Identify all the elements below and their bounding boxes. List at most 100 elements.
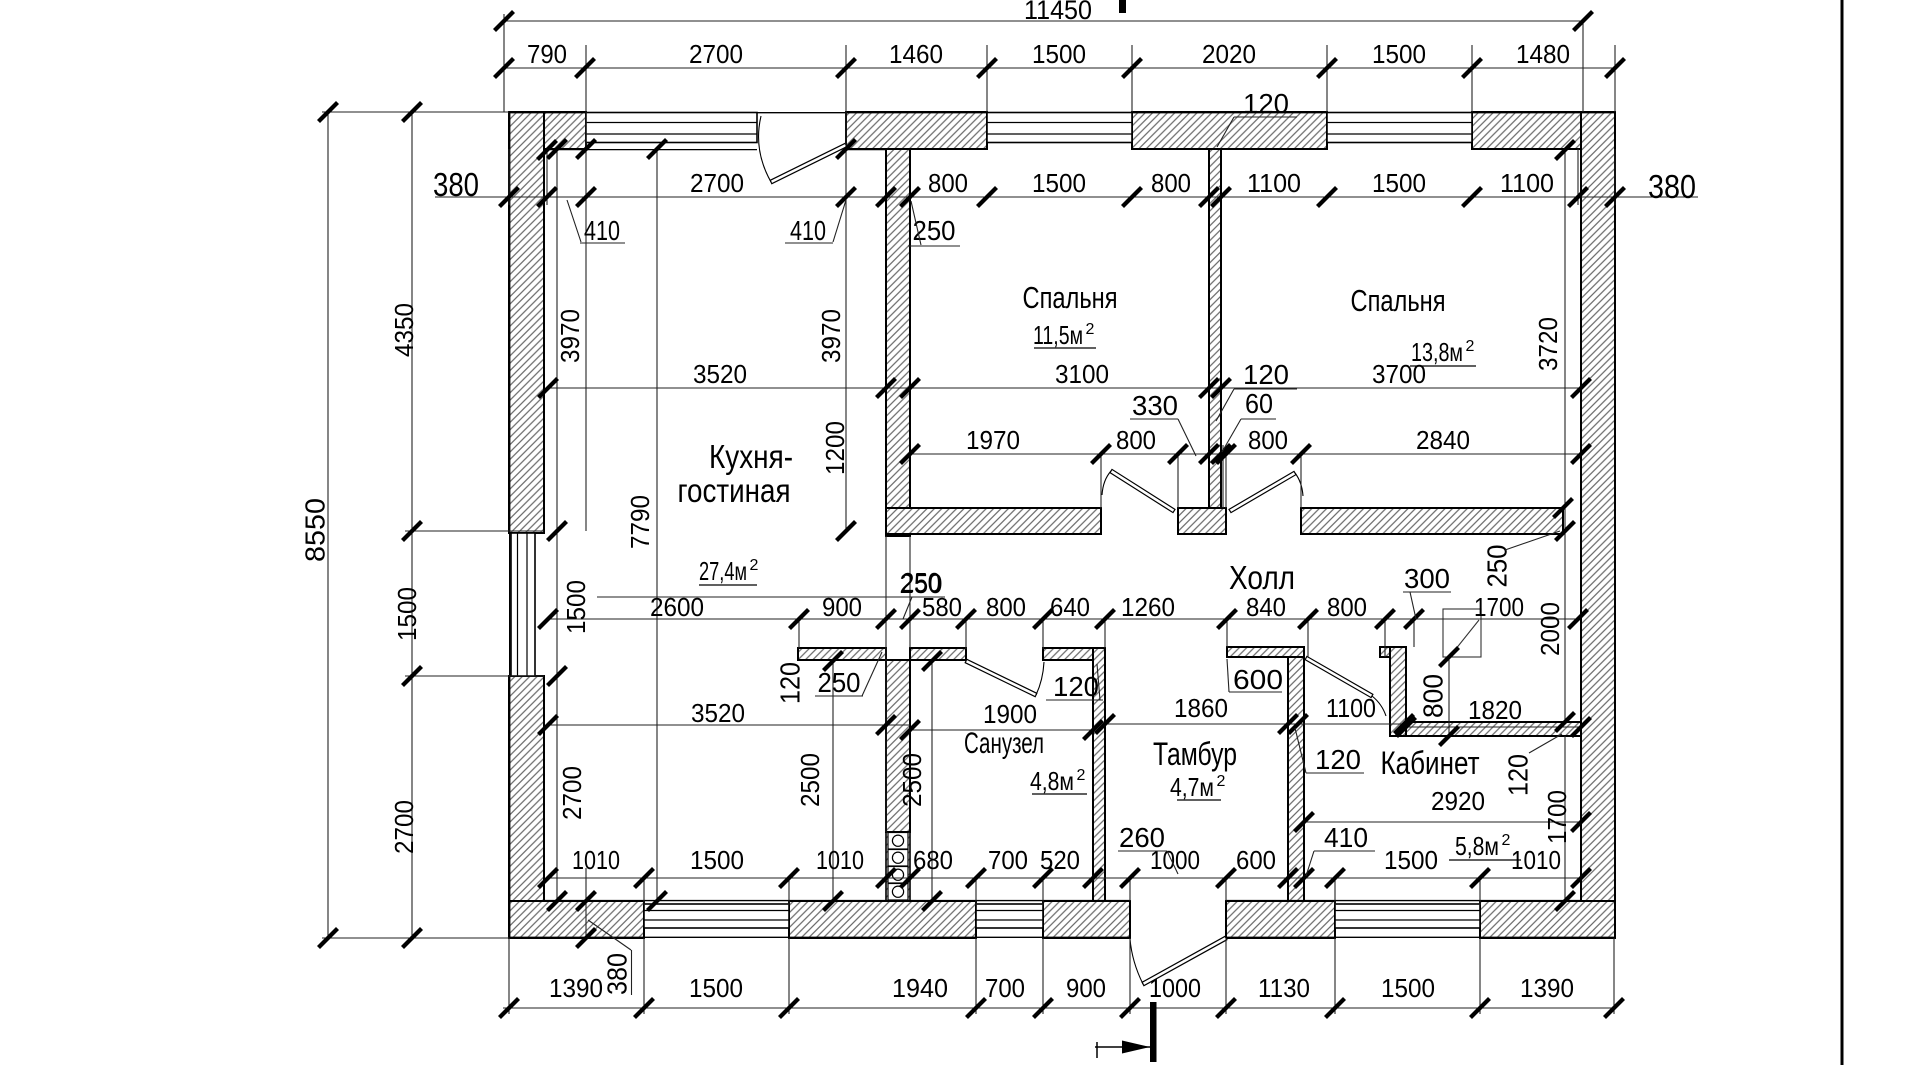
svg-text:120: 120 [1243,359,1289,390]
svg-text:11450: 11450 [1024,0,1092,25]
svg-text:1200: 1200 [820,421,850,475]
svg-text:13,8м: 13,8м [1411,337,1463,367]
svg-text:2920: 2920 [1431,786,1485,816]
svg-text:250: 250 [818,667,861,698]
svg-text:680: 680 [913,845,953,875]
svg-text:3720: 3720 [1533,317,1563,371]
svg-text:7790: 7790 [625,495,655,549]
svg-text:1010: 1010 [572,845,620,875]
svg-text:800: 800 [1248,425,1288,455]
svg-text:1260: 1260 [1121,592,1175,622]
svg-text:60: 60 [1245,388,1273,419]
svg-text:2020: 2020 [1202,39,1256,69]
svg-text:600: 600 [1236,845,1276,875]
svg-text:3700: 3700 [1372,359,1426,389]
svg-text:1940: 1940 [892,973,948,1003]
svg-text:Тамбур: Тамбур [1153,736,1237,772]
svg-text:Холл: Холл [1229,559,1295,596]
svg-text:2700: 2700 [689,39,743,69]
svg-text:1100: 1100 [1326,693,1376,723]
svg-text:1500: 1500 [689,973,743,1003]
svg-text:1700: 1700 [1542,790,1572,844]
svg-text:1010: 1010 [816,845,864,875]
svg-text:520: 520 [1040,845,1080,875]
svg-text:840: 840 [1246,592,1286,622]
svg-text:410: 410 [1324,822,1368,853]
svg-text:120: 120 [1315,744,1361,775]
svg-text:1500: 1500 [1381,973,1435,1003]
svg-text:250: 250 [900,568,943,599]
svg-text:640: 640 [1050,592,1090,622]
svg-text:4,7м: 4,7м [1170,772,1214,802]
svg-text:1860: 1860 [1174,693,1228,723]
svg-text:790: 790 [527,39,567,69]
svg-text:250: 250 [913,215,956,246]
svg-text:3970: 3970 [555,309,585,363]
svg-text:Спальня: Спальня [1023,280,1118,315]
svg-text:1900: 1900 [983,699,1037,729]
svg-text:2: 2 [1086,321,1095,338]
svg-text:1500: 1500 [690,845,744,875]
svg-text:1500: 1500 [392,587,422,641]
svg-text:3970: 3970 [816,309,846,363]
svg-text:260: 260 [1119,822,1165,853]
svg-text:1700: 1700 [1474,592,1524,622]
svg-text:120: 120 [1503,754,1534,796]
svg-text:11,5м: 11,5м [1033,320,1083,350]
svg-text:380: 380 [433,166,479,203]
svg-text:800: 800 [1151,168,1191,198]
svg-text:2: 2 [1502,832,1511,849]
svg-text:3520: 3520 [691,698,745,728]
svg-text:120: 120 [1243,88,1289,119]
svg-text:410: 410 [790,215,826,246]
svg-text:800: 800 [1418,674,1449,718]
svg-text:1820: 1820 [1468,695,1522,725]
svg-text:Спальня: Спальня [1351,283,1446,318]
svg-text:Кухня-: Кухня- [709,438,793,475]
svg-text:1000: 1000 [1149,973,1201,1003]
svg-text:800: 800 [986,592,1026,622]
svg-text:2000: 2000 [1535,602,1565,656]
svg-text:1500: 1500 [1372,168,1426,198]
svg-text:8550: 8550 [300,498,331,562]
svg-text:1460: 1460 [889,39,943,69]
svg-text:1480: 1480 [1516,39,1570,69]
svg-text:Кабинет: Кабинет [1381,745,1480,781]
svg-text:900: 900 [1066,973,1106,1003]
svg-text:120: 120 [1053,671,1099,702]
svg-text:800: 800 [1116,425,1156,455]
svg-text:2840: 2840 [1416,425,1470,455]
svg-text:1100: 1100 [1500,168,1554,198]
svg-text:300: 300 [1404,563,1450,594]
svg-text:3520: 3520 [693,359,747,389]
svg-text:3100: 3100 [1055,359,1109,389]
svg-text:800: 800 [1327,592,1367,622]
svg-text:1000: 1000 [1150,845,1200,875]
svg-text:600: 600 [1233,664,1283,695]
svg-text:250: 250 [1482,545,1513,588]
svg-text:1500: 1500 [1032,39,1086,69]
svg-text:250: 250 [901,567,941,598]
svg-text:Санузел: Санузел [964,727,1044,760]
svg-text:2500: 2500 [897,753,927,807]
svg-text:1130: 1130 [1258,973,1310,1003]
svg-text:330: 330 [1132,390,1178,421]
svg-text:700: 700 [985,973,1025,1003]
svg-text:1500: 1500 [561,580,591,634]
svg-text:380: 380 [602,953,633,995]
svg-text:4350: 4350 [389,303,419,357]
svg-text:4,8м: 4,8м [1030,766,1074,796]
svg-text:1390: 1390 [549,973,603,1003]
svg-text:1500: 1500 [1032,168,1086,198]
svg-text:800: 800 [928,168,968,198]
svg-text:1500: 1500 [1384,845,1438,875]
svg-text:1970: 1970 [966,425,1020,455]
svg-text:27,4м: 27,4м [699,556,747,586]
svg-text:2: 2 [1077,767,1086,784]
svg-text:5,8м: 5,8м [1455,831,1499,861]
svg-text:410: 410 [584,215,620,246]
svg-text:1500: 1500 [1372,39,1426,69]
svg-text:1390: 1390 [1520,973,1574,1003]
svg-text:2: 2 [1217,773,1226,790]
svg-text:1100: 1100 [1247,168,1301,198]
